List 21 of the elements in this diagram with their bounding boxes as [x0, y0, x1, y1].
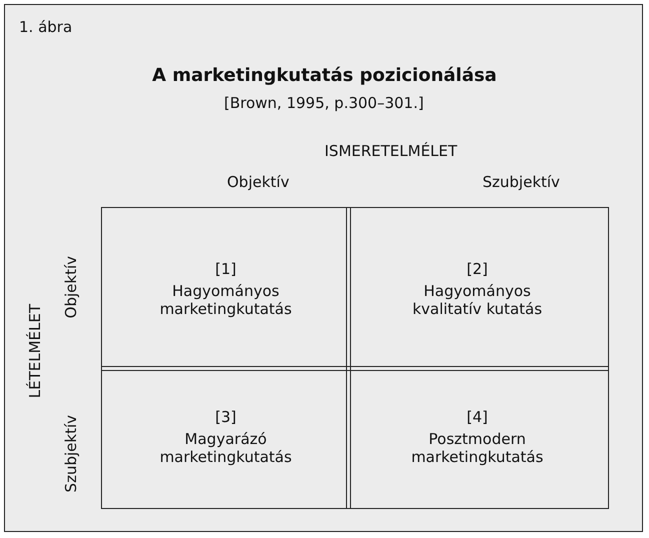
quadrant-label: Posztmodern marketingkutatás — [410, 430, 544, 466]
axis-category: Szubjektív — [482, 173, 560, 191]
quadrant-label: Magyarázó marketingkutatás — [158, 430, 293, 466]
quadrant-number: [4] — [466, 408, 488, 426]
axis-title: LÉTELMÉLET — [26, 304, 44, 398]
figure-title: A marketingkutatás pozicionálása — [151, 65, 498, 86]
figure-number: 1. ábra — [19, 18, 72, 36]
axis-title: ISMERETELMÉLET — [324, 142, 458, 160]
quadrant-label: Hagyományos kvalitatív kutatás — [411, 282, 544, 318]
quadrant-box — [101, 207, 350, 370]
quadrant-box — [346, 366, 609, 509]
quadrant-box — [101, 366, 350, 509]
source-citation: [Brown, 1995, p.300–301.] — [224, 94, 424, 112]
axis-category: Objektív — [227, 173, 290, 191]
quadrant-number: [1] — [215, 260, 236, 278]
quadrant-box — [346, 207, 609, 370]
axis-category: Objektív — [62, 256, 80, 318]
quadrant-number: [2] — [466, 260, 488, 278]
quadrant-label: Hagyományos marketingkutatás — [158, 282, 293, 318]
quadrant-number: [3] — [215, 408, 236, 426]
axis-category: Szubjektív — [62, 414, 80, 492]
